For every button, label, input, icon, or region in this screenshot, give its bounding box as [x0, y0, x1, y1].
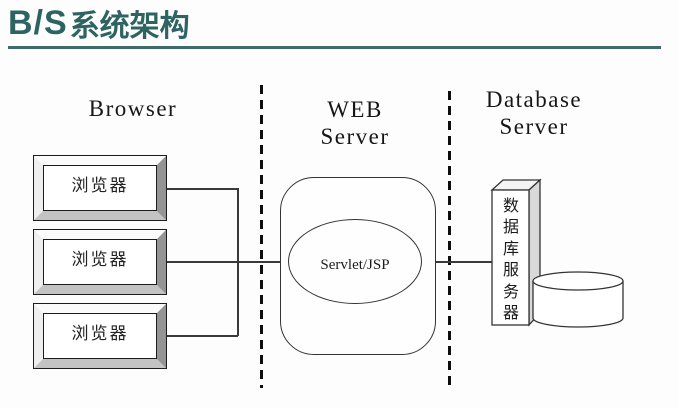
browser-box-bevel: 浏览器	[34, 304, 166, 368]
database-cylinder-top	[532, 271, 624, 291]
column-header-browser-line: Browser	[88, 96, 178, 121]
connector-line-bottom	[167, 335, 238, 337]
browser-box-icon: 浏览器	[33, 155, 167, 221]
column-header-browser: Browser	[63, 95, 203, 122]
browser-box-icon: 浏览器	[33, 303, 167, 369]
database-tower-label: 数据库服务器	[502, 198, 519, 323]
column-header-db-line2: Server	[499, 114, 569, 139]
tower-front-face	[491, 189, 530, 326]
column-header-web-line1: WEB	[327, 97, 383, 122]
connector-line-top	[167, 188, 238, 190]
column-header-web-line2: Server	[320, 124, 390, 149]
divider-browser-web	[260, 85, 263, 388]
browser-box-icon: 浏览器	[33, 229, 167, 295]
connector-line-web-to-db	[436, 261, 492, 263]
title-accent-bar	[8, 46, 661, 49]
connector-line-middle	[167, 261, 280, 263]
database-cylinder-icon	[532, 281, 624, 328]
browser-box-bevel: 浏览器	[34, 230, 166, 294]
servlet-jsp-label: Servlet/JSP	[320, 257, 390, 273]
column-header-db-line1: Database	[485, 87, 583, 112]
browser-box-label: 浏览器	[43, 239, 157, 285]
browser-box-label: 浏览器	[43, 313, 157, 359]
column-header-web-server: WEB Server	[295, 96, 415, 150]
browser-box-bevel: 浏览器	[34, 156, 166, 220]
page-title-cjk: 系统架构	[69, 10, 190, 43]
database-server-icon	[490, 178, 624, 328]
column-header-database-server: Database Server	[473, 86, 595, 140]
browser-box-label: 浏览器	[43, 165, 157, 211]
servlet-jsp-ellipse: Servlet/JSP	[288, 219, 422, 304]
page-title-latin: B/S	[8, 3, 68, 42]
connector-line-collector	[237, 188, 239, 336]
divider-web-database	[448, 91, 451, 388]
